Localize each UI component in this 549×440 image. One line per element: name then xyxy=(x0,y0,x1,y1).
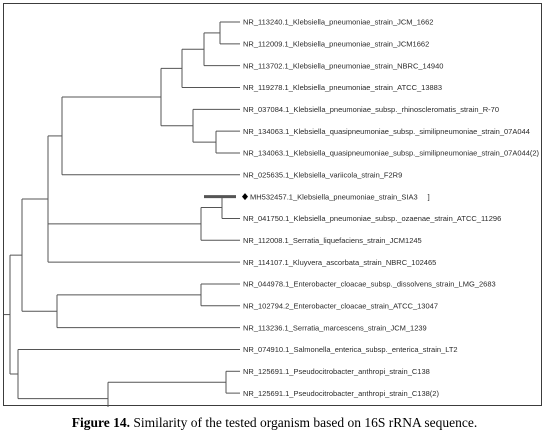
leaf-label-5: NR_134063.1_Klebsiella_quasipneumoniae_s… xyxy=(243,127,530,136)
leaf-label-1: NR_112009.1_Klebsiella_pneumoniae_strain… xyxy=(243,40,429,49)
leaf-label-6: NR_134063.1_Klebsiella_quasipneumoniae_s… xyxy=(243,149,540,158)
leaf-label-2: NR_113702.1_Klebsiella_pneumoniae_strain… xyxy=(243,61,443,70)
leaf-label-16: NR_125691.1_Pseudocitrobacter_anthropi_s… xyxy=(243,367,430,376)
caption-label: Figure 14. xyxy=(71,415,130,430)
leaf-label-0: NR_113240.1_Klebsiella_pneumoniae_strain… xyxy=(243,18,433,27)
leaf-label-12: NR_044978.1_Enterobacter_cloacae_subsp._… xyxy=(243,280,496,289)
leaf-label-8: MH532457.1_Klebsiella_pneumoniae_strain_… xyxy=(250,192,418,201)
leaf-label-4: NR_037084.1_Klebsiella_pneumoniae_subsp.… xyxy=(243,105,499,114)
highlight-bracket: ] xyxy=(428,193,430,202)
leaf-label-13: NR_102794.2_Enterobacter_cloacae_strain_… xyxy=(243,301,438,310)
leaf-label-10: NR_112008.1_Serratia_liquefaciens_strain… xyxy=(243,236,422,245)
leaf-label-17: NR_125691.1_Pseudocitrobacter_anthropi_s… xyxy=(243,389,439,398)
leaf-label-9: NR_041750.1_Klebsiella_pneumoniae_subsp.… xyxy=(243,214,501,223)
phylogenetic-tree: NR_113240.1_Klebsiella_pneumoniae_strain… xyxy=(4,18,540,407)
figure-caption: Figure 14. Similarity of the tested orga… xyxy=(0,415,549,431)
leaf-label-3: NR_119278.1_Klebsiella_pneumoniae_strain… xyxy=(243,83,442,92)
leaf-label-11: NR_114107.1_Kluyvera_ascorbata_strain_NB… xyxy=(243,258,436,267)
highlight-diamond-marker xyxy=(242,193,248,201)
leaf-label-7: NR_025635.1_Klebsiella_variicola_strain_… xyxy=(243,171,402,180)
figure-frame: NR_113240.1_Klebsiella_pneumoniae_strain… xyxy=(3,3,542,407)
leaf-label-14: NR_113236.1_Serratia_marcescens_strain_J… xyxy=(243,323,427,332)
leaf-label-15: NR_074910.1_Salmonella_enterica_subsp._e… xyxy=(243,345,458,354)
caption-text: Similarity of the tested organism based … xyxy=(129,415,478,430)
